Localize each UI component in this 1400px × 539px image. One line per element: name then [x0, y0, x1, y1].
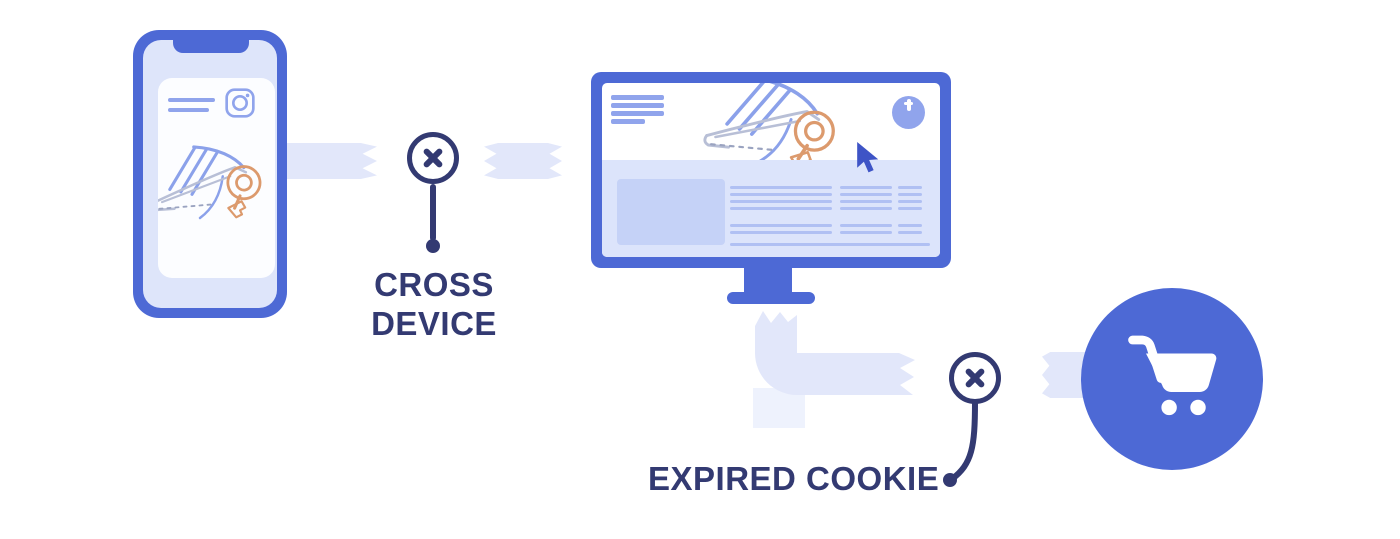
phone: [133, 30, 287, 318]
monitor-screen: [602, 83, 940, 257]
badge-stem: [430, 184, 436, 241]
connection-ribbon-phone: [287, 143, 377, 179]
shopping-cart-icon: [1128, 335, 1217, 416]
monitor-stand-base: [727, 292, 815, 304]
badge-stem-curved: [943, 402, 978, 487]
connection-ribbon-monitor: [484, 143, 562, 179]
avatar-icon: [892, 96, 925, 129]
text-line: [168, 98, 215, 102]
sneaker-illustration: [703, 83, 836, 172]
phone-app-card: [158, 78, 275, 278]
page-content-section: [602, 160, 940, 257]
cross-device-label: CROSS DEVICE: [371, 266, 497, 342]
expired-cookie-label: EXPIRED COOKIE: [648, 460, 940, 497]
x-circle-icon: [949, 352, 1001, 404]
monitor-stand-neck: [744, 267, 792, 293]
connection-ribbon-elbow: [755, 311, 915, 395]
instagram-icon: [225, 88, 255, 118]
x-circle-icon: [407, 132, 459, 184]
connection-ribbon-cart: [1042, 352, 1088, 398]
cursor-icon: [857, 142, 879, 173]
monitor: [591, 72, 951, 268]
cart-circle: [1081, 288, 1263, 470]
sneaker-illustration: [158, 135, 268, 233]
text-line: [168, 108, 209, 112]
badge-dot: [426, 239, 440, 253]
phone-notch: [173, 39, 249, 53]
image-placeholder: [617, 179, 725, 245]
menu-lines-icon: [611, 95, 664, 127]
